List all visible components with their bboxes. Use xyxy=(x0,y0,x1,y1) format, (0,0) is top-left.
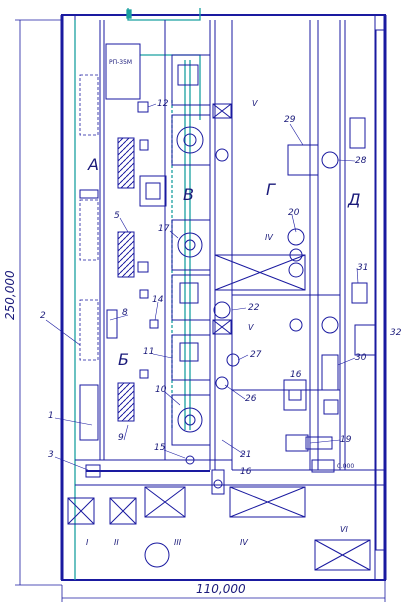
bottom-equipment xyxy=(85,464,225,568)
zone-b-label: Б xyxy=(118,350,129,369)
callout-31: 31 xyxy=(357,263,368,273)
callout-15: 15 xyxy=(154,443,166,453)
crossed-boxes xyxy=(67,103,371,571)
callout-19: 19 xyxy=(340,435,352,445)
right-equipment xyxy=(283,29,385,551)
roman-v-mid: V xyxy=(248,323,254,332)
callout-22: 22 xyxy=(248,303,260,313)
left-cabinets xyxy=(79,189,118,441)
leader-lines xyxy=(45,103,359,471)
callout-28: 28 xyxy=(355,156,367,166)
callout-10: 10 xyxy=(155,385,167,395)
zone-g-label: Г xyxy=(266,180,276,199)
cabinet-rp-label: РП-35М xyxy=(109,59,132,66)
callout-9: 9 xyxy=(118,433,124,443)
zone-a-label: А xyxy=(87,155,99,174)
callout-8: 8 xyxy=(122,308,128,318)
roman-i: I xyxy=(86,538,89,547)
width-dimension: 110,000 xyxy=(196,582,246,596)
roman-iv-mid: IV xyxy=(265,233,273,242)
callout-2: 2 xyxy=(40,311,46,321)
small-panels xyxy=(137,101,167,379)
building-walls xyxy=(60,14,387,581)
zone-labels: А Б В Г Д xyxy=(87,155,361,369)
callout-29: 29 xyxy=(284,115,296,125)
callout-16a: 16 xyxy=(290,370,302,380)
callout-27: 27 xyxy=(250,350,262,360)
teal-pipes xyxy=(74,8,201,580)
callout-12: 12 xyxy=(157,99,169,109)
height-dimension: 250,000 xyxy=(3,270,17,320)
callout-14: 14 xyxy=(152,295,164,305)
callout-26: 26 xyxy=(245,394,257,404)
roman-iii: III xyxy=(174,538,182,547)
callout-16b: 16 xyxy=(240,467,252,477)
partitions xyxy=(75,20,385,486)
callout-20: 20 xyxy=(288,208,300,218)
switchboards xyxy=(117,137,135,422)
roman-iv-bottom: IV xyxy=(240,538,248,547)
callout-5: 5 xyxy=(114,211,120,221)
roman-v-top: V xyxy=(252,99,258,108)
left-bays xyxy=(79,74,99,361)
zone-d-label: Д xyxy=(347,190,361,209)
roman-labels: I II III IV V V IV VI xyxy=(86,99,348,547)
callout-3: 3 xyxy=(48,450,54,460)
cabinet-rp xyxy=(105,43,141,100)
roman-vi: VI xyxy=(340,525,348,534)
callout-17: 17 xyxy=(158,224,170,234)
roman-ii: II xyxy=(114,538,119,547)
callout-32: 32 xyxy=(390,328,402,338)
zone-v-label: В xyxy=(183,185,194,204)
callout-21: 21 xyxy=(240,450,251,460)
level-stamp: 0.000 xyxy=(337,463,354,470)
callout-11: 11 xyxy=(143,347,154,357)
callout-30: 30 xyxy=(355,353,367,363)
callout-numbers: 1 2 3 5 8 9 10 11 12 14 15 16 16 17 19 2… xyxy=(40,99,402,477)
machine-units xyxy=(171,54,240,465)
callout-1: 1 xyxy=(48,411,54,421)
